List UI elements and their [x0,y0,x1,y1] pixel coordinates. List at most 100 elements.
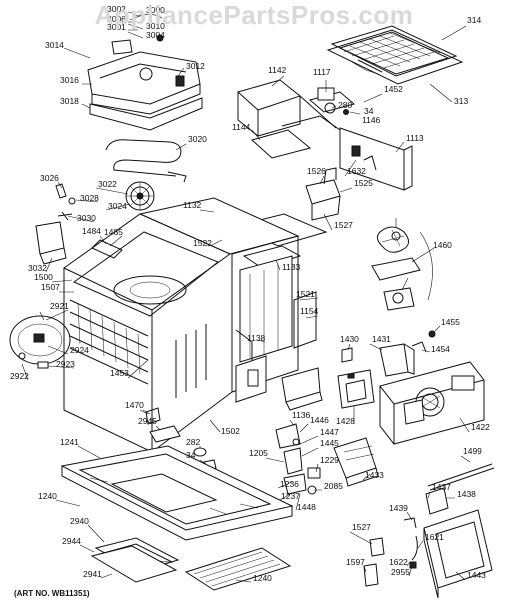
part-label-p313: 313 [454,96,468,106]
part-label-p1439: 1439 [389,503,408,513]
part-label-p1113: 1113 [406,133,424,143]
part-label-p1499: 1499 [463,446,482,456]
part-label-p1484: 1484 [82,226,101,236]
grille-313-314 [326,25,464,85]
part-label-p34b: 34 [186,450,196,460]
control-parts-1446-1433 [275,423,379,495]
blower-housing-1525 [305,167,341,221]
part-label-p2941: 2941 [83,569,102,579]
part-label-p1446: 1446 [310,415,329,425]
bracket-1470 [139,407,161,425]
part-label-p1632: 1632 [347,166,366,176]
part-label-p1525: 1525 [354,178,373,188]
part-labels: 3000300230103006300130043014301230163018… [10,4,490,583]
part-label-p3024: 3024 [108,201,127,211]
part-label-p3020: 3020 [188,134,207,144]
part-label-p1621: 1621 [425,532,444,542]
part-label-p3032: 3032 [28,263,47,273]
part-label-p3022: 3022 [98,179,117,189]
small-parts-3026-3030 [55,183,76,221]
part-label-p1133: 1133 [282,262,301,272]
part-label-p2940: 2940 [70,516,89,526]
part-label-p1437: 1437 [432,482,451,492]
part-label-p1470: 1470 [125,400,144,410]
art-number: (ART NO. WB11351) [14,589,90,598]
part-label-p1527a: 1527 [334,220,353,230]
part-label-p3030: 3030 [77,213,96,223]
part-label-p1241: 1241 [60,437,79,447]
part-label-p2955: 2955 [391,567,410,577]
transformer-1428 [337,369,375,409]
brackets-1527-1597 [363,537,385,587]
part-label-p1452: 1452 [384,84,403,94]
part-label-p3018: 3018 [60,96,79,106]
plate-2945 [149,425,181,443]
part-label-p1448: 1448 [297,502,316,512]
part-label-p1237: 1237 [281,491,300,501]
part-label-p282: 282 [186,437,200,447]
part-label-p1236: 1236 [280,479,299,489]
part-label-p2923: 2923 [56,359,75,369]
part-label-p1522: 1522 [193,238,212,248]
part-label-p3002: 3002 [107,4,126,14]
leader-lines [21,11,471,583]
part-label-p1205: 1205 [249,448,268,458]
heating-element-3020 [105,139,187,183]
side-panel-1443 [423,509,493,599]
part-label-p1447: 1447 [320,427,339,437]
part-label-p1146: 1146 [362,115,381,125]
part-label-p3001: 3001 [107,22,126,32]
part-label-p1229: 1229 [320,455,339,465]
part-label-p1142: 1142 [268,65,287,75]
part-label-p2945: 2945 [138,416,157,426]
part-label-p3006: 3006 [107,14,126,24]
part-label-p1144: 1144 [232,122,251,132]
fan-blade-3022 [125,181,155,211]
part-label-p1460: 1460 [433,240,452,250]
part-label-p1622: 1622 [389,557,408,567]
part-label-p1433: 1433 [365,470,384,480]
rod-1499 [427,463,495,491]
part-label-p2085: 2085 [324,481,343,491]
part-label-p1453: 1453 [110,368,129,378]
part-label-p1132: 1132 [183,200,202,210]
part-label-p1428: 1428 [336,416,355,426]
part-label-p3000: 3000 [146,5,165,15]
part-label-p34a: 34 [364,106,374,116]
blower-assembly-1422 [379,361,485,445]
part-label-p3028: 3028 [80,193,99,203]
glass-tray-2924 [9,311,71,369]
part-label-p1438: 1438 [457,489,476,499]
part-label-p1240b: 1240 [253,573,272,583]
part-label-p1422: 1422 [471,422,490,432]
switch-parts-1437 [403,487,449,569]
glass-panel-2940 [90,537,180,583]
part-label-p1138: 1138 [247,333,266,343]
part-label-p1431: 1431 [372,334,391,344]
part-label-p1507: 1507 [41,282,60,292]
part-label-p1502: 1502 [221,426,240,436]
part-label-p314: 314 [467,15,481,25]
part-label-p1500: 1500 [34,272,53,282]
air-duct-1142 [236,79,413,191]
fan-cover-assembly [87,13,203,131]
filter-1240 [184,547,292,591]
part-label-p1117: 1117 [313,67,331,77]
part-label-p2922: 2922 [10,371,29,381]
part-label-p2921: 2921 [50,301,69,311]
oven-cavity-1500 [63,197,323,453]
part-label-p1455: 1455 [441,317,460,327]
part-label-p3004: 3004 [146,30,165,40]
part-label-p1430: 1430 [340,334,359,344]
part-label-p1527b: 1527 [352,522,371,532]
part-label-p3012: 3012 [186,61,205,71]
part-label-p1445: 1445 [320,438,339,448]
part-label-p1485: 1485 [104,227,123,237]
part-label-p1526: 1526 [307,166,326,176]
part-label-p2944: 2944 [62,536,81,546]
part-label-p3010: 3010 [146,21,165,31]
part-label-p280: 280 [338,100,352,110]
part-label-p1240a: 1240 [38,491,57,501]
part-label-p2924: 2924 [70,345,89,355]
